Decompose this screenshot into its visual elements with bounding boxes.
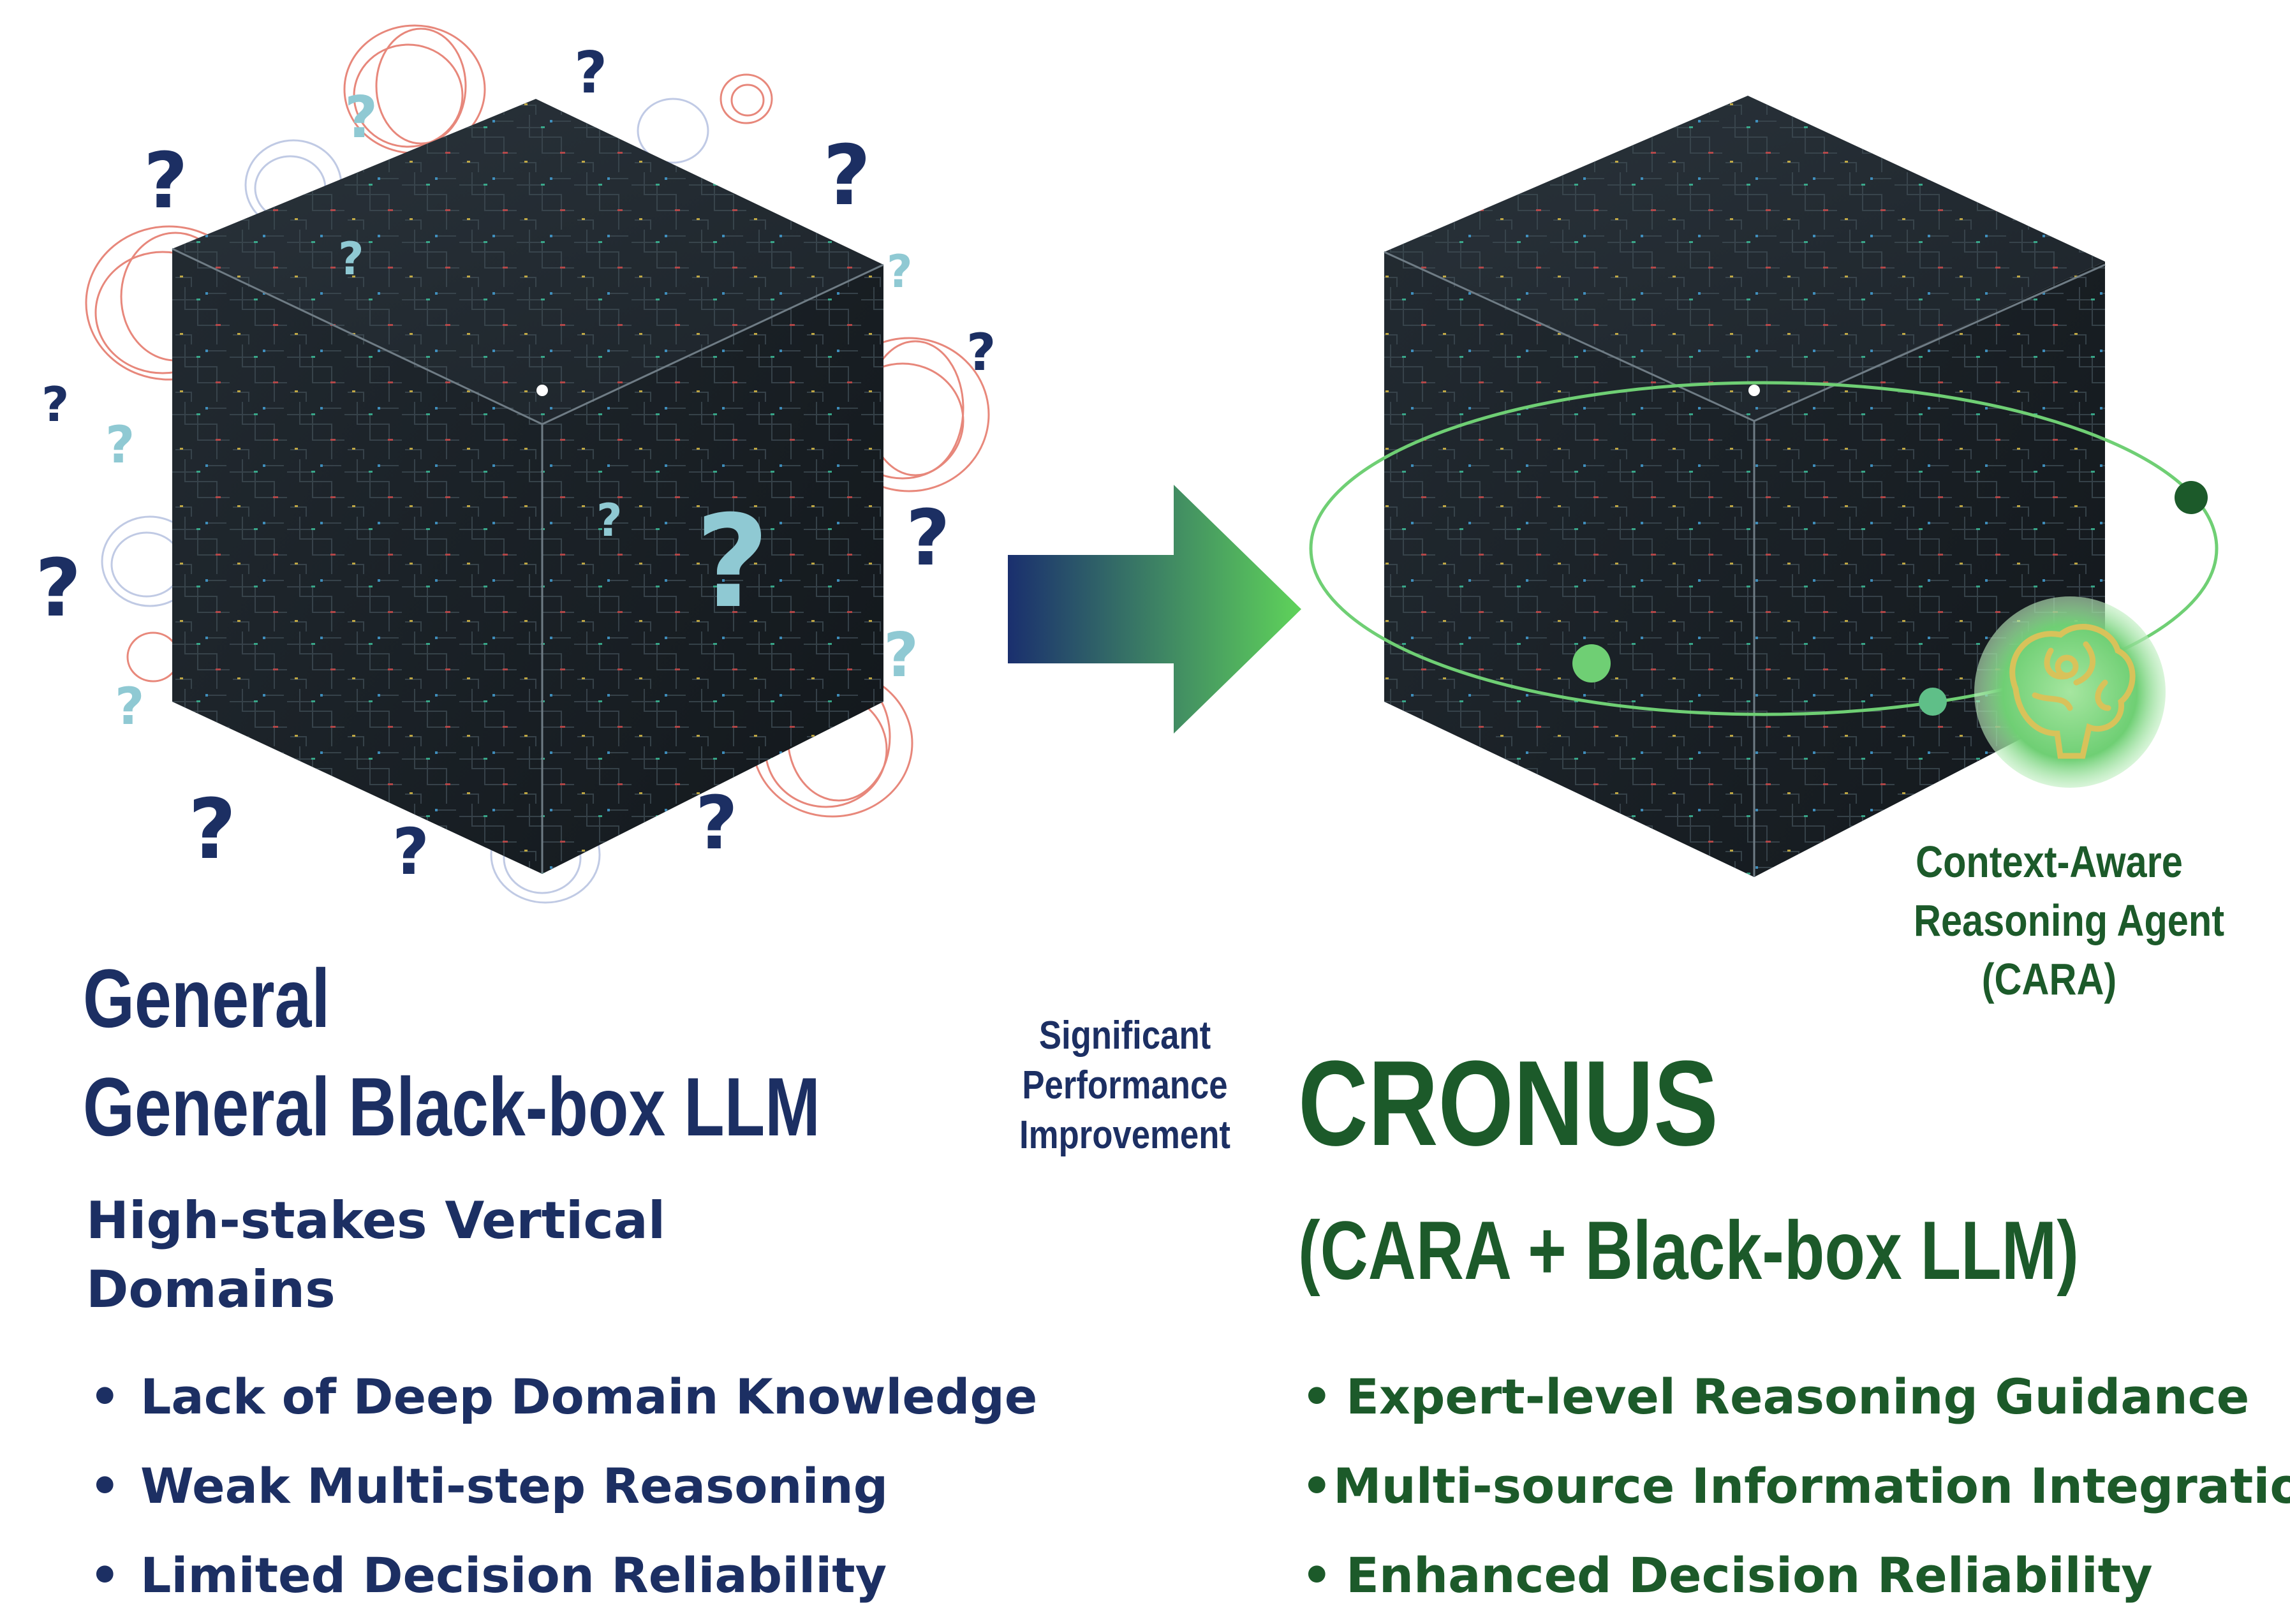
agent-label-line: (CARA) [1981, 954, 2117, 1004]
left-title-line2: General Black-box LLM [83, 1060, 820, 1153]
bullet-text: Expert-level Reasoning Guidance [1346, 1368, 2250, 1425]
right-title: CRONUS [1298, 1036, 1718, 1171]
svg-text:?: ? [695, 488, 769, 637]
svg-text:?: ? [344, 84, 378, 151]
list-item: •Expert-level Reasoning Guidance [1301, 1352, 2290, 1442]
left-title-line1: General [83, 952, 330, 1045]
bullet-text: Weak Multi-step Reasoning [140, 1458, 889, 1514]
bullet-icon: • [89, 1547, 121, 1604]
svg-text:?: ? [115, 677, 144, 736]
svg-text:?: ? [906, 494, 950, 583]
list-item: •Multi-source Information Integration [1301, 1442, 2290, 1531]
right-bullet-list: •Expert-level Reasoning Guidance •Multi-… [1301, 1352, 2290, 1620]
list-item: • Weak Multi-step Reasoning [89, 1442, 1037, 1531]
bullet-text: Limited Decision Reliability [140, 1547, 887, 1604]
svg-text:?: ? [966, 323, 996, 382]
brain-icon [2009, 624, 2136, 759]
svg-text:?: ? [574, 40, 607, 107]
svg-text:?: ? [596, 494, 623, 547]
right-cube-illustration [1309, 96, 2219, 877]
bullet-icon: • [89, 1368, 121, 1425]
agent-label-line: Context-Aware [1916, 837, 2183, 887]
arrow-right-icon [1008, 485, 1301, 734]
agent-label-line: Reasoning Agent [1914, 896, 2225, 945]
bullet-icon: • [1301, 1368, 1333, 1425]
bullet-icon: • [89, 1458, 121, 1514]
orbit-node [1572, 644, 1611, 683]
left-title: General General Black-box LLM [83, 944, 820, 1161]
question-mark-icon: ? ? ? ? ? ? ? ? ? ? ? ? ? ? ? ? ? ? [35, 40, 996, 889]
svg-text:?: ? [105, 415, 135, 475]
bullet-icon: • [1301, 1547, 1333, 1604]
svg-text:?: ? [695, 781, 738, 866]
arrow-label-line: Significant [1038, 1014, 1211, 1058]
arrow-label: Significant Performance Improvement [1011, 1011, 1239, 1160]
svg-text:?: ? [188, 781, 236, 878]
orbit-node [1919, 688, 1947, 716]
list-item: • Lack of Deep Domain Knowledge [89, 1352, 1037, 1442]
cara-glow [1974, 596, 2166, 788]
bullet-text: Multi-source Information Integration [1333, 1458, 2290, 1514]
orbit-node [2175, 481, 2208, 514]
left-subtitle-line2: Domains [86, 1260, 336, 1319]
left-subtitle: High-stakes Vertical Domains [86, 1186, 665, 1324]
svg-text:?: ? [887, 246, 913, 298]
svg-text:?: ? [823, 127, 871, 224]
left-cube-illustration: ? ? ? ? ? ? ? ? ? ? ? ? ? ? ? ? ? ? [35, 24, 996, 904]
agent-label: Context-Aware Reasoning Agent (CARA) [1914, 832, 2225, 1008]
svg-text:?: ? [144, 137, 188, 226]
bullet-text: Enhanced Decision Reliability [1346, 1547, 2153, 1604]
arrow-label-line: Improvement [1019, 1113, 1230, 1157]
list-item: • Limited Decision Reliability [89, 1531, 1037, 1620]
left-bullet-list: • Lack of Deep Domain Knowledge • Weak Mul… [89, 1352, 1037, 1620]
left-subtitle-line1: High-stakes Vertical [86, 1191, 666, 1250]
svg-text:?: ? [883, 621, 919, 691]
bullet-icon: • [1301, 1458, 1333, 1514]
orbit-ring [1309, 381, 2219, 716]
list-item: •Enhanced Decision Reliability [1301, 1531, 2290, 1620]
right-subtitle: (CARA + Black-box LLM) [1298, 1204, 2079, 1297]
arrow-label-line: Performance [1022, 1063, 1228, 1107]
svg-text:?: ? [338, 233, 364, 285]
svg-text:?: ? [35, 542, 82, 635]
svg-text:?: ? [41, 376, 70, 432]
bullet-text: Lack of Deep Domain Knowledge [140, 1368, 1038, 1425]
svg-text:?: ? [392, 815, 429, 889]
